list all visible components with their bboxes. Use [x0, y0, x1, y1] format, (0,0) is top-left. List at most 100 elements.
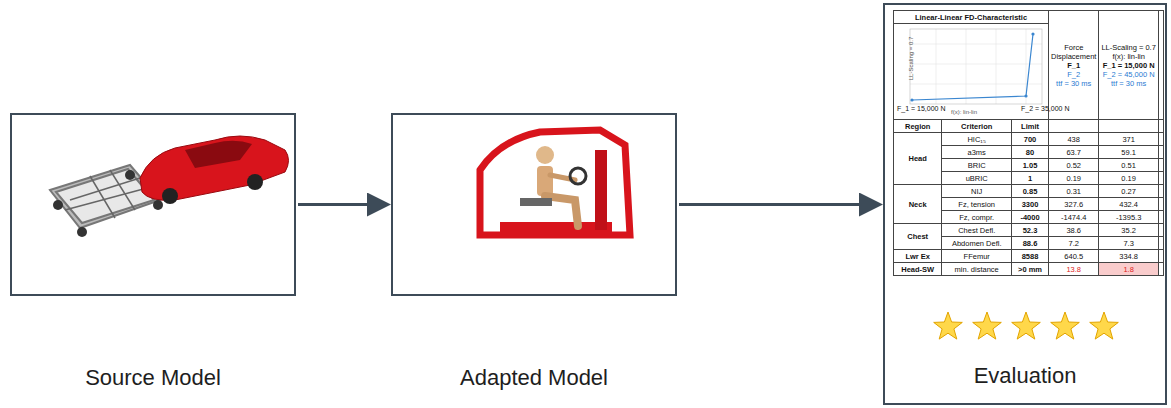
table-cell-text: Neck — [896, 200, 939, 209]
table-cell-text: 1 — [1014, 174, 1046, 183]
table-cell: Chest Defl. — [942, 224, 1012, 237]
sled-and-car — [50, 136, 289, 237]
table-cell: Fz, compr. — [942, 211, 1012, 224]
table-cell-text: 8588 — [1014, 252, 1046, 261]
table-cell: a3ms — [942, 146, 1012, 159]
flow-arrow — [679, 203, 877, 206]
table-cell: Chest — [894, 224, 942, 250]
table-cell-text: 0.52 — [1051, 161, 1096, 170]
table-cell-text: ttf = 30 ms — [1101, 79, 1155, 88]
table-cell-text: f(x): lin-lin — [1101, 52, 1155, 61]
table-cell — [1158, 224, 1163, 237]
table-cell-text: 88.6 — [1014, 239, 1046, 248]
table-cell: NIJ — [942, 185, 1012, 198]
table-cell-text: 59.1 — [1101, 148, 1155, 157]
table-cell — [1158, 11, 1163, 120]
table-cell-text: 327.6 — [1051, 200, 1096, 209]
table-cell-text: F_1 = 15,000 N — [897, 104, 945, 113]
table-cell: 334.8 — [1099, 250, 1158, 263]
rating-star — [1090, 312, 1119, 339]
table-cell: 1.05 — [1012, 159, 1049, 172]
table-cell: Linear-Linear FD-Characteristic — [894, 11, 1049, 24]
table-cell — [1158, 263, 1163, 276]
table-cell: 59.1 — [1099, 146, 1158, 159]
table-cell — [1158, 250, 1163, 263]
table-cell-text: 0.19 — [1101, 174, 1155, 183]
table-cell — [1158, 120, 1163, 133]
table-cell-text: 1.8 — [1101, 265, 1155, 274]
table-cell-text: Chest — [896, 232, 939, 241]
table-cell-text: Limit — [1014, 122, 1046, 131]
table-cell: 1.8 — [1099, 263, 1158, 276]
table-cell-text: 432.4 — [1101, 200, 1155, 209]
table-cell: 0.51 — [1099, 159, 1158, 172]
table-cell: Lwr Ex — [894, 250, 942, 263]
table-cell-text: Linear-Linear FD-Characteristic — [896, 13, 1046, 22]
table-cell: 3300 — [1012, 198, 1049, 211]
table-cell-text: FFemur — [944, 252, 1009, 261]
rating-star — [934, 312, 963, 339]
table-cell-text: -1474.4 — [1051, 213, 1096, 222]
table-cell-text: Lwr Ex — [896, 252, 939, 261]
table-cell-text: BRIC — [944, 161, 1009, 170]
table-cell-text: 13.8 — [1051, 265, 1096, 274]
table-cell: 1 — [1012, 172, 1049, 185]
table-cell-text: LL-Scaling = 0.7 — [1101, 43, 1155, 52]
table-cell: 0.19 — [1099, 172, 1158, 185]
table-cell-text: F_1 — [1051, 61, 1096, 70]
table-cell-text: 0.27 — [1101, 187, 1155, 196]
table-cell-text: HIC₁₅ — [944, 135, 1009, 144]
table-cell: 13.8 — [1049, 263, 1099, 276]
table-cell: -4000 — [1012, 211, 1049, 224]
table-cell-text: NIJ — [944, 187, 1009, 196]
table-cell: 0.52 — [1049, 159, 1099, 172]
table-cell: uBRIC — [942, 172, 1012, 185]
table-cell: 432.4 — [1099, 198, 1158, 211]
table-cell-text: F_1 = 15,000 N — [1101, 61, 1155, 70]
table-cell — [1158, 133, 1163, 146]
table-cell: 700 — [1012, 133, 1049, 146]
table-cell: LL-Scaling = 0.7f(x): lin-linF_1 = 15,00… — [1099, 11, 1158, 120]
table-cell — [1158, 159, 1163, 172]
table-cell-text: a3ms — [944, 148, 1009, 157]
table-cell: 35.2 — [1099, 224, 1158, 237]
table-cell-text: F_2 — [1051, 70, 1096, 79]
rating-star — [1051, 312, 1080, 339]
table-cell: ForceDisplacementF_1F_2ttf = 30 ms — [1049, 11, 1099, 120]
table-cell: 8588 — [1012, 250, 1049, 263]
table-cell-text: -1395.3 — [1101, 213, 1155, 222]
table-cell-text: 35.2 — [1101, 226, 1155, 235]
table-cell — [1158, 172, 1163, 185]
table-cell-text: Fz, compr. — [944, 213, 1009, 222]
table-cell — [1158, 237, 1163, 250]
table-cell — [1158, 198, 1163, 211]
table-cell-text: F_2 = 35,000 N — [1021, 104, 1069, 113]
table-cell-text: 334.8 — [1101, 252, 1155, 261]
table-cell — [1049, 120, 1099, 133]
table-cell: 38.6 — [1049, 224, 1099, 237]
table-cell-text: Chest Defl. — [944, 226, 1009, 235]
table-cell: min. distance — [942, 263, 1012, 276]
table-cell-text: 0.19 — [1051, 174, 1096, 183]
table-cell: BRIC — [942, 159, 1012, 172]
table-cell: Neck — [894, 185, 942, 224]
rating-star — [1012, 312, 1041, 339]
table-cell: 63.7 — [1049, 146, 1099, 159]
table-cell-text: Criterion — [944, 122, 1009, 131]
table-cell: 52.3 — [1012, 224, 1049, 237]
box-label: Source Model — [12, 365, 294, 391]
table-cell: 327.6 — [1049, 198, 1099, 211]
table-cell: -1474.4 — [1049, 211, 1099, 224]
table-cell-text: -4000 — [1014, 213, 1046, 222]
table-cell: Region — [894, 120, 942, 133]
table-cell-text: min. distance — [944, 265, 1009, 274]
table-cell: 80 — [1012, 146, 1049, 159]
table-cell-text: 63.7 — [1051, 148, 1096, 157]
table-cell-text: >0 mm — [1014, 265, 1046, 274]
table-cell-text: f(x): lin-lin — [951, 108, 977, 117]
table-cell-text: 438 — [1051, 135, 1096, 144]
table-cell-text: 7.3 — [1101, 239, 1155, 248]
table-cell: LL-Scaling = 0.7f(x): lin-linF_1 = 15,00… — [894, 24, 1049, 120]
table-cell: 438 — [1049, 133, 1099, 146]
